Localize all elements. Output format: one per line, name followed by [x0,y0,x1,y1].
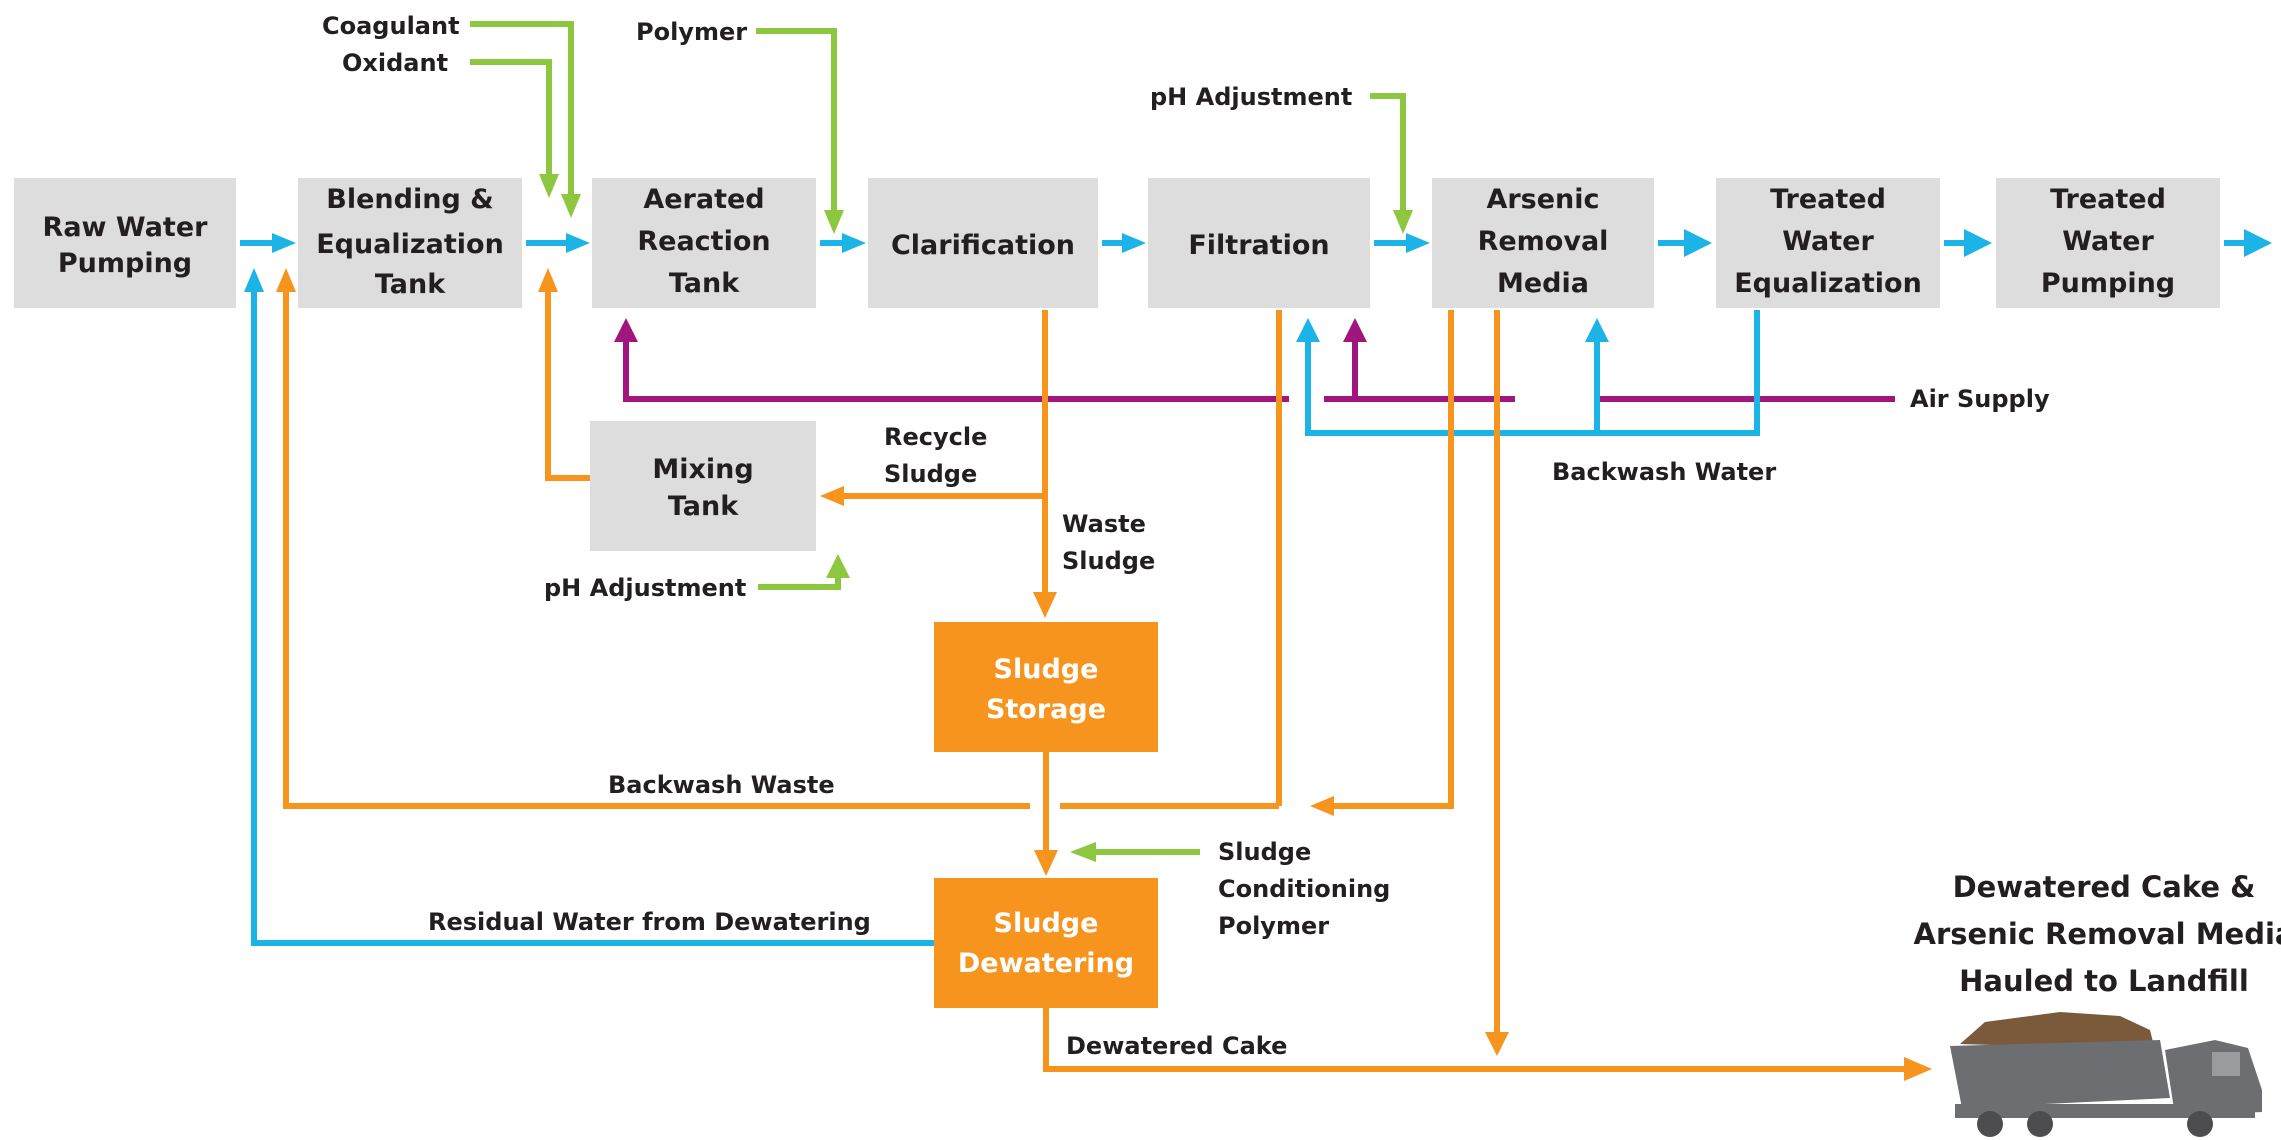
oxidant-label: Oxidant [342,49,448,77]
sludge-conditioning-polymer-feed: Sludge Conditioning Polymer [1070,838,1390,940]
landfill-note: Dewatered Cake & Arsenic Removal Media H… [1914,870,2281,998]
box-treated-water-pumping: Treated Water Pumping [1996,178,2220,308]
coagulant-label: Coagulant [322,12,460,40]
box-twp-line2: Water [2062,226,2154,257]
waste-sludge-line: Waste Sludge [1033,310,1155,618]
box-aerated-line2: Reaction [637,226,770,257]
waste-sludge-label-line2: Sludge [1062,547,1155,575]
box-raw-water-pumping-line2: Pumping [58,248,192,279]
air-supply-line: Air Supply [614,318,2050,413]
box-raw-water-pumping-line1: Raw Water [43,212,209,243]
box-twp-line1: Treated [2050,184,2166,215]
coagulant-feed: Coagulant [322,12,581,218]
main-flow-arrows [240,229,2272,257]
box-filtration: Filtration [1148,178,1370,308]
box-blending-equalization-tank: Blending & Equalization Tank [298,178,522,308]
recycle-sludge-line: Recycle Sludge [820,423,1045,506]
box-sludge-dewatering-line1: Sludge [994,908,1099,939]
box-arsenic-removal-media: Arsenic Removal Media [1432,178,1654,308]
ph-adjustment-mixing-feed: pH Adjustment [544,554,850,602]
box-twp-line3: Pumping [2041,268,2175,299]
box-twe-line1: Treated [1770,184,1886,215]
recycle-sludge-label-line1: Recycle [884,423,987,451]
box-aerated-line1: Aerated [643,184,764,215]
backwash-waste-line: Backwash Waste [276,268,1454,816]
box-clarification-line1: Clarification [891,230,1075,261]
backwash-water-label: Backwash Water [1552,458,1776,486]
box-sludge-storage-line1: Sludge [994,654,1099,685]
residual-water-line: Residual Water from Dewatering [244,268,934,946]
ph-adjustment-mixing-label: pH Adjustment [544,574,746,602]
mixing-tank-return [538,268,590,481]
dewatered-cake-line: Dewatered Cake [1043,310,1932,1081]
box-arsenic-line3: Media [1497,268,1589,299]
ph-adjustment-top-label: pH Adjustment [1150,83,1352,111]
box-mixing-tank: Mixing Tank [590,421,816,551]
waste-sludge-label-line1: Waste [1062,510,1146,538]
box-blending-line3: Tank [375,269,446,300]
landfill-note-line2: Arsenic Removal Media [1914,917,2281,951]
box-treated-water-equalization: Treated Water Equalization [1716,178,1940,308]
box-arsenic-line1: Arsenic [1486,184,1599,215]
box-sludge-storage: Sludge Storage [934,622,1158,752]
backwash-waste-label: Backwash Waste [608,771,835,799]
sludge-conditioning-label-line1: Sludge [1218,838,1311,866]
sludge-conditioning-label-line2: Conditioning [1218,875,1390,903]
residual-water-label: Residual Water from Dewatering [428,908,871,936]
box-raw-water-pumping: Raw Water Pumping [14,178,236,308]
dewatered-cake-label: Dewatered Cake [1066,1032,1287,1060]
box-aerated-line3: Tank [669,268,740,299]
box-arsenic-line2: Removal [1478,226,1609,257]
box-filtration-line1: Filtration [1188,230,1329,261]
polymer-feed: Polymer [636,18,844,234]
box-mixing-line1: Mixing [652,454,753,485]
sludge-conditioning-label-line3: Polymer [1218,912,1329,940]
box-blending-line1: Blending & [326,184,493,215]
box-mixing-line2: Tank [668,491,739,522]
box-twe-line3: Equalization [1734,268,1922,299]
box-twe-line2: Water [1782,226,1874,257]
box-clarification: Clarification [868,178,1098,308]
recycle-sludge-label-line2: Sludge [884,460,977,488]
polymer-label: Polymer [636,18,747,46]
box-sludge-dewatering: Sludge Dewatering [934,878,1158,1008]
backwash-water-line: Backwash Water [1296,310,1776,486]
box-sludge-dewatering-line2: Dewatering [958,948,1134,979]
landfill-note-line3: Hauled to Landfill [1959,964,2249,998]
air-supply-label: Air Supply [1910,385,2050,413]
box-sludge-storage-line2: Storage [986,694,1106,725]
box-aerated-reaction-tank: Aerated Reaction Tank [592,178,816,308]
landfill-note-line1: Dewatered Cake & [1953,870,2256,904]
dump-truck-icon [1950,1012,2262,1137]
oxidant-feed: Oxidant [342,49,559,198]
box-blending-line2: Equalization [316,229,504,260]
storage-to-dewatering [1034,752,1058,876]
ph-adjustment-feed: pH Adjustment [1150,83,1413,234]
